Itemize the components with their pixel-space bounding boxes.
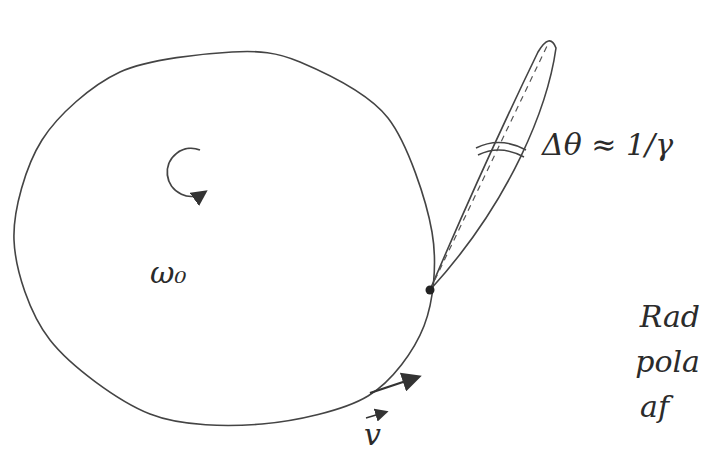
lobe-axis (430, 44, 548, 290)
angle-formula: Δθ ≈ 1/γ (542, 128, 673, 161)
rotation-arrow (167, 148, 205, 196)
note-text: af (640, 390, 669, 423)
note-text: pola (635, 345, 700, 378)
velocity-arrow (370, 377, 418, 393)
radiation-lobe (430, 41, 556, 290)
orbit-layer (14, 52, 435, 426)
velocity-symbol: v (364, 418, 381, 451)
orbit-circle (14, 52, 435, 426)
angle-arc (476, 142, 526, 150)
charge-dot (426, 286, 435, 295)
angle-arc (478, 150, 524, 157)
frequency-symbol: ω₀ (150, 256, 187, 289)
note-text: Rad (640, 300, 700, 333)
